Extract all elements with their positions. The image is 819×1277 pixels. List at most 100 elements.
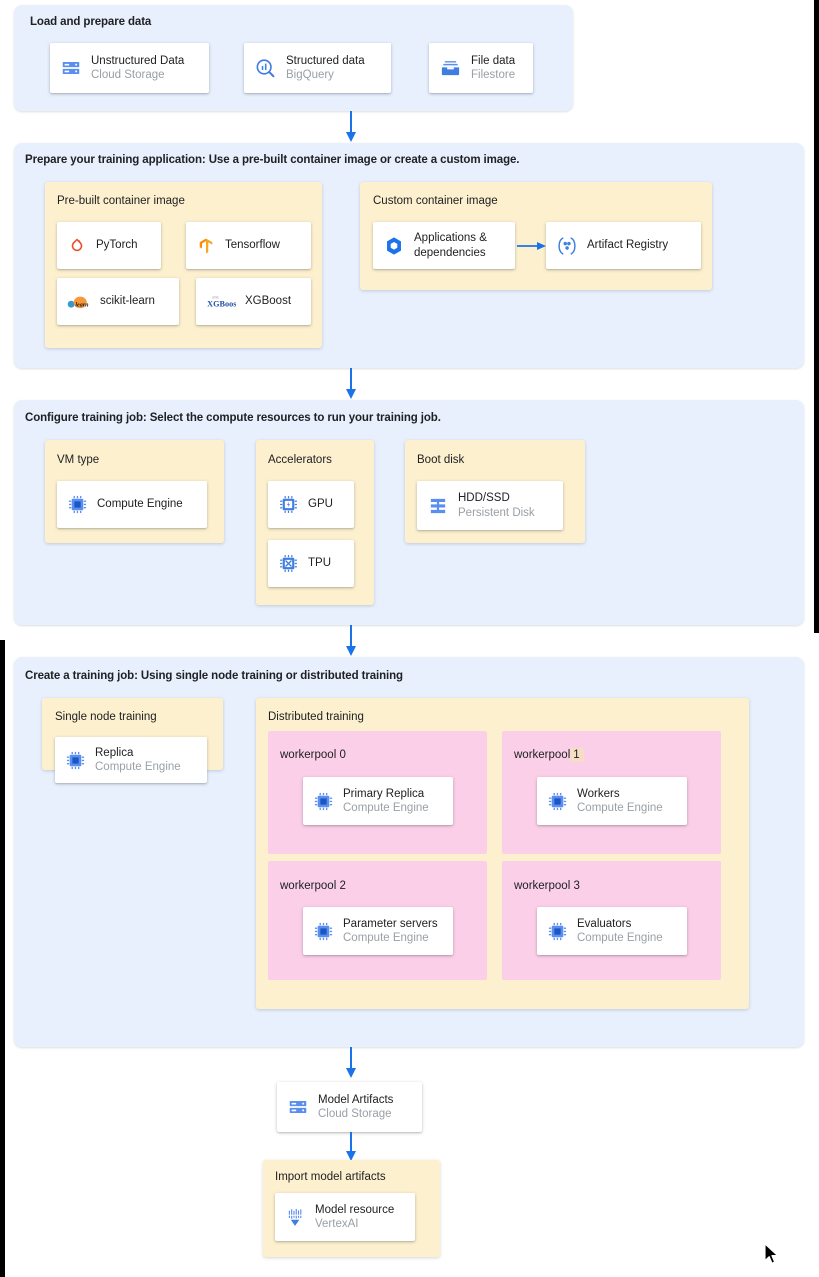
card-gpu[interactable]: GPU [268,481,354,528]
card-tpu[interactable]: TPU [268,540,354,587]
group-title-prebuilt: Pre-built container image [57,195,185,207]
compute-engine-icon [313,921,334,942]
filestore-icon [439,57,462,80]
card-parameter-servers[interactable]: Parameter servers Compute Engine [303,907,465,965]
card-title: Model resource [315,1203,395,1216]
pool-label-workerpool-2: workerpool 2 [280,880,346,892]
pytorch-icon [67,236,87,256]
card-subtitle: Compute Engine [343,932,429,944]
connector-arrow-3 [346,625,356,656]
card-compute-engine-vm[interactable]: Compute Engine [57,481,207,528]
window-edge-right [814,0,819,633]
card-scikit-learn[interactable]: learn scikit-learn [57,278,179,325]
vertex-ai-icon [285,1207,306,1228]
card-primary-replica[interactable]: Primary Replica Compute Engine [303,777,453,825]
persistent-disk-icon [427,495,449,517]
card-pytorch[interactable]: PyTorch [57,222,161,269]
card-unstructured-data[interactable]: Unstructured Data Cloud Storage [50,43,209,93]
card-title: Tensorflow [225,239,280,252]
mouse-cursor [764,1243,778,1264]
card-title: Unstructured Data [91,54,185,67]
card-hdd-ssd[interactable]: HDD/SSD Persistent Disk [417,481,563,530]
pool-label-workerpool-3: workerpool 3 [514,880,580,892]
card-subtitle: Cloud Storage [318,1108,392,1120]
card-subtitle: Persistent Disk [458,506,535,519]
card-title: Parameter servers [343,917,438,930]
card-title: Workers [577,787,620,800]
card-file-data[interactable]: File data Filestore [429,43,533,93]
stage-title-create: Create a training job: Using single node… [25,670,403,682]
scikit-learn-icon: learn [67,293,91,311]
svg-text:XGBoost: XGBoost [207,299,236,308]
card-model-artifacts[interactable]: Model Artifacts Cloud Storage [277,1082,422,1132]
window-edge-left [0,640,5,1277]
card-title: PyTorch [96,239,138,252]
card-title: TPU [308,557,331,570]
svg-text:dmlc: dmlc [212,295,219,299]
connector-arrow-custom [517,242,546,250]
connector-arrow-2 [346,368,356,399]
card-subtitle: Compute Engine [343,802,429,814]
pool-label-prefix: workerpool [514,749,571,761]
group-title-vm-type: VM type [57,454,100,466]
card-subtitle: Filestore [471,69,516,81]
compute-engine-icon [547,791,568,812]
card-replica[interactable]: Replica Compute Engine [55,737,207,783]
card-title: GPU [308,498,333,511]
tensorflow-icon [196,236,216,256]
card-subtitle: Compute Engine [577,802,663,814]
card-structured-data[interactable]: Structured data BigQuery [244,43,391,93]
card-title: Replica [95,746,134,759]
group-title-boot-disk: Boot disk [417,454,465,466]
card-model-resource[interactable]: Model resource VertexAI [275,1193,415,1241]
card-title: File data [471,54,516,67]
svg-text:learn: learn [75,302,89,308]
artifact-registry-icon [556,235,578,257]
stage-title-load: Load and prepare data [30,16,152,28]
group-title-import-model-artifacts: Import model artifacts [275,1171,386,1183]
card-tensorflow[interactable]: Tensorflow [186,222,311,269]
card-subtitle: Compute Engine [577,932,663,944]
compute-engine-icon [313,791,334,812]
pool-label-highlight: 1 [570,748,584,762]
group-title-custom: Custom container image [373,195,498,207]
compute-engine-icon [67,494,88,515]
card-subtitle: Compute Engine [95,761,181,773]
card-evaluators[interactable]: Evaluators Compute Engine [537,907,699,965]
group-title-single-node: Single node training [55,711,157,723]
card-xgboost[interactable]: dmlc XGBoost XGBoost [196,278,311,325]
bigquery-icon [254,57,277,80]
card-title: Applications & dependencies [414,232,487,259]
xgboost-icon: dmlc XGBoost [206,291,236,312]
card-applications-dependencies[interactable]: Applications & dependencies [373,222,515,269]
connector-arrow-4 [346,1047,356,1078]
card-title: HDD/SSD [458,492,510,505]
connector-arrow-1 [346,111,356,142]
card-title: XGBoost [245,295,292,308]
card-title: Primary Replica [343,787,425,800]
gpu-icon [278,494,299,515]
compute-engine-icon [547,921,568,942]
card-subtitle: VertexAI [315,1218,359,1230]
cloud-storage-icon [60,57,82,79]
card-title: scikit-learn [100,295,155,308]
cloud-storage-icon [287,1096,309,1118]
compute-engine-icon [65,750,86,771]
card-subtitle: BigQuery [286,69,334,81]
card-title: Model Artifacts [318,1093,394,1106]
card-title: Structured data [286,54,365,67]
pool-label-workerpool-0: workerpool 0 [280,749,346,761]
connector-arrow-5 [346,1132,356,1161]
card-artifact-registry[interactable]: Artifact Registry [546,222,701,269]
card-subtitle: Cloud Storage [91,69,165,81]
card-title: Artifact Registry [587,239,669,252]
stage-title-configure: Configure training job: Select the compu… [25,412,441,424]
card-workers[interactable]: Workers Compute Engine [537,777,699,835]
group-title-distributed: Distributed training [268,711,364,723]
group-title-accelerators: Accelerators [268,454,332,466]
applications-icon [383,235,405,257]
card-title: Compute Engine [97,498,183,511]
card-title: Evaluators [577,917,632,930]
